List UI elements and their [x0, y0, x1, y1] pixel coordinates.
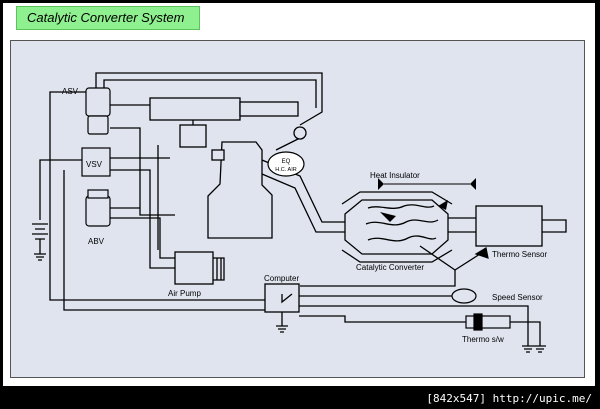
asv-label: ASV: [62, 87, 79, 96]
thermo-sensor-label: Thermo Sensor: [492, 250, 547, 259]
heat-insulator-arrow-left: [470, 178, 476, 190]
hose-asv-pump: [110, 127, 175, 216]
hose-asv-top: [95, 72, 323, 126]
diagram-title: Catalytic Converter System: [27, 10, 185, 25]
wire-thermo-switch-ground: [510, 321, 541, 346]
wire-computer-right: [299, 305, 529, 346]
title-banner: Catalytic Converter System: [16, 6, 200, 30]
engine-accessory: [211, 149, 225, 161]
computer-label: Computer: [264, 274, 299, 283]
abv-label: ABV: [88, 237, 105, 246]
speed-sensor-label: Speed Sensor: [492, 293, 543, 302]
ground-right-2: [534, 345, 546, 353]
heat-insulator-label: Heat Insulator: [370, 171, 420, 180]
computer-switch: [281, 293, 293, 304]
speed-sensor-body: [451, 288, 477, 304]
catalyst-honeycomb: [365, 204, 439, 242]
intake-pipe: [239, 101, 299, 117]
source-watermark: [842x547] http://upic.me/: [426, 392, 592, 405]
abv-valve: [85, 195, 111, 227]
ground-right-1: [522, 345, 534, 353]
catalytic-converter-label: Catalytic Converter: [356, 263, 424, 272]
eq-badge: [267, 151, 305, 177]
intake-manifold: [149, 97, 241, 121]
abv-valve-cap: [87, 189, 109, 199]
computer-ground: [276, 325, 288, 333]
muffler: [475, 205, 543, 247]
hc-air-label: H.C. AIR: [275, 167, 296, 173]
tail-pipe: [542, 219, 567, 233]
wire-thermo-switch: [299, 315, 466, 323]
vsv-label: VSV: [86, 160, 103, 169]
hose-asv-left: [49, 91, 88, 122]
hose-asv-top-2: [103, 79, 317, 108]
heat-insulator-bottom: [341, 249, 453, 263]
heat-insulator-arrow-right: [378, 178, 384, 190]
throttle-body: [179, 124, 207, 148]
wire-vsv-computer: [63, 170, 265, 311]
asv-valve-lower: [87, 115, 109, 135]
thermo-switch-hex: [473, 313, 483, 331]
battery-ground: [34, 253, 46, 261]
air-pump-body: [174, 251, 214, 285]
engine-block: [207, 141, 273, 239]
asv-valve: [85, 87, 111, 117]
air-pump-pulley: [213, 257, 225, 281]
wire-vsv-battery: [39, 159, 82, 220]
flow-arrow-2: [380, 212, 396, 222]
exhaust-pipe-lower: [261, 173, 345, 233]
air-injection-line: [275, 137, 301, 151]
air-check-valve: [293, 126, 307, 140]
hose-abv-pump: [110, 217, 175, 259]
heat-insulator-top: [341, 191, 453, 205]
catalytic-converter-body: [344, 199, 449, 255]
eq-label: EQ: [282, 159, 291, 165]
battery-cells: [32, 223, 48, 240]
thermo-switch-body: [465, 315, 511, 329]
wire-left-loop: [49, 122, 265, 301]
thermo-sensor-tip: [474, 247, 489, 259]
vsv-valve: [81, 147, 111, 177]
flow-arrow: [438, 200, 448, 210]
wire-thermo-sensor-computer: [300, 270, 456, 287]
hose-vsv-pump: [110, 169, 175, 269]
air-pump-label: Air Pump: [168, 289, 201, 298]
exhaust-pipe-rear: [448, 217, 476, 233]
thermo-sw-label: Thermo s/w: [462, 335, 504, 344]
